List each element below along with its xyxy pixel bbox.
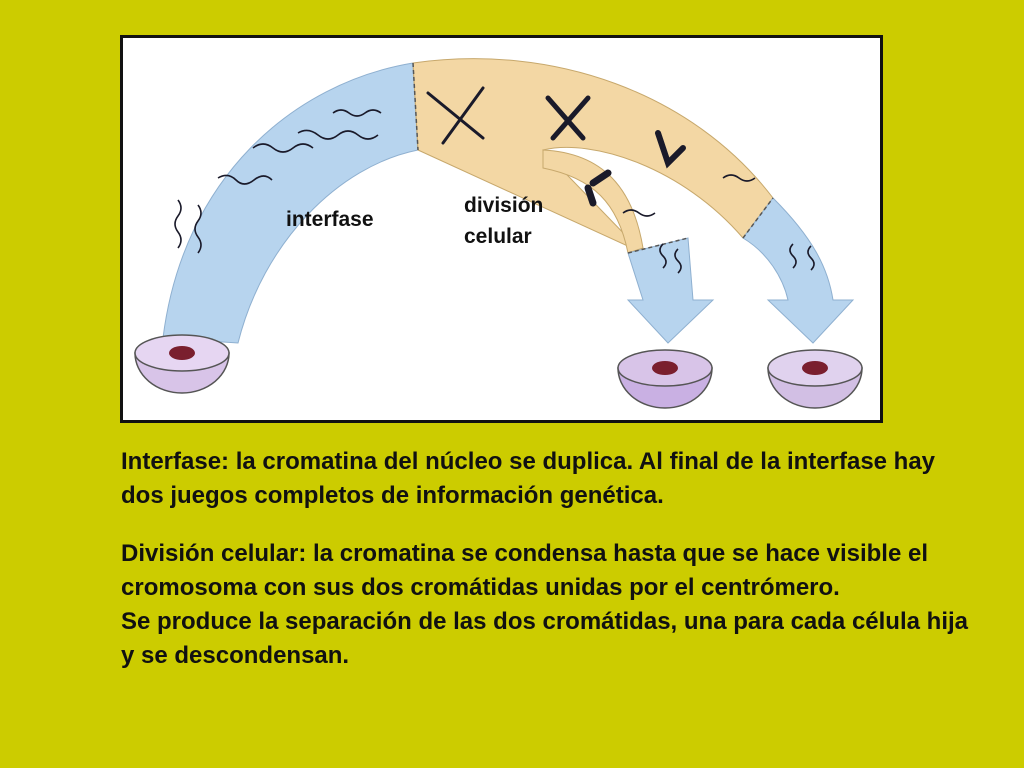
cell-division-label: división celular (464, 194, 544, 248)
daughter-cell-2 (767, 349, 863, 409)
interphase-band (162, 62, 419, 344)
cell-cycle-diagram: interfase división celular (120, 35, 883, 423)
outer-branch-interphase (742, 197, 855, 344)
interphase-label: interfase (286, 208, 374, 231)
mother-cell (134, 334, 230, 394)
paragraph-interphase: Interfase: la cromatina del núcleo se du… (121, 448, 936, 509)
condensed-chromosomes (426, 86, 686, 207)
daughter-cell-1 (617, 349, 713, 409)
inner-branch-interphase (626, 237, 715, 344)
interphase-description: Interfase: la cromatina del núcleo se du… (121, 445, 981, 513)
division-description: División celular: la cromatina se conden… (121, 537, 981, 673)
cell-cycle-illustration (134, 58, 863, 409)
paragraph-division-separation: Se produce la separación de las dos crom… (121, 608, 968, 669)
chromatin-strands (174, 109, 815, 274)
paragraph-division-condensation: División celular: la cromatina se conden… (121, 540, 928, 601)
